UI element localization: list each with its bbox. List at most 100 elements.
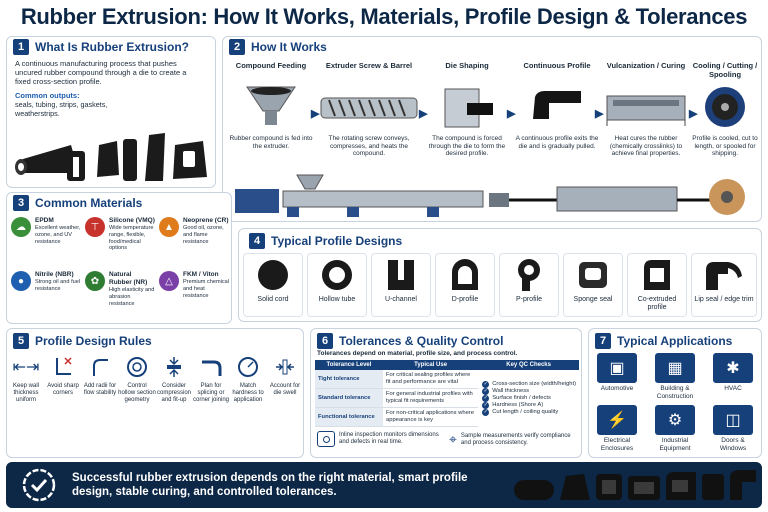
app-building: ▦ Building & Construction <box>651 353 699 400</box>
rule-sharp-corners: Avoid sharp corners <box>44 351 82 397</box>
section-title: Common Materials <box>35 196 143 210</box>
screw-barrel-icon <box>319 83 419 133</box>
summary-banner: Successful rubber extrusion depends on t… <box>6 462 762 508</box>
rule-splicing: Plan for splicing or corner joining <box>192 351 230 404</box>
table-row: Standard tolerance For general industria… <box>315 388 579 408</box>
cloud-sun-icon: ☁ <box>11 217 31 237</box>
extruded-profiles-image <box>15 133 207 181</box>
step-desc: The rotating screw conveys, compresses, … <box>328 135 410 158</box>
step-desc: Rubber compound is fed into the extruder… <box>229 135 313 150</box>
profile-label: Lip seal / edge trim <box>694 296 754 303</box>
tolerance-subtitle: Tolerances depend on material, profile s… <box>317 350 518 357</box>
app-label: HVAC <box>724 385 742 392</box>
gauge-icon <box>229 351 267 383</box>
banner-profiles-image <box>514 470 756 500</box>
rule-compression: Consider compression and fit-up <box>155 351 193 404</box>
die-swell-icon <box>266 351 303 383</box>
rule-label: Plan for splicing or corner joining <box>192 383 230 403</box>
section-title: How It Works <box>251 40 327 54</box>
step-vulcanization: Vulcanization / Curing Heat cures the ru… <box>601 61 691 158</box>
section-how-it-works: 2 How It Works Compound Feeding Rubber c… <box>222 36 762 222</box>
profile-label: D-profile <box>451 296 479 303</box>
section-number: 4 <box>249 233 265 249</box>
door-icon: ◫ <box>713 405 753 435</box>
app-label: Building & Construction <box>656 385 694 400</box>
d-profile-icon <box>448 254 482 296</box>
building-icon: ▦ <box>655 353 695 383</box>
rule-die-swell: Account for die swell <box>266 351 303 397</box>
app-automotive: ▣Automotive <box>593 353 641 393</box>
qc-check-item: Hardness (Shore A) <box>482 402 576 409</box>
section-number: 2 <box>229 39 245 55</box>
rule-label: Avoid sharp corners <box>47 383 79 396</box>
section-number: 3 <box>13 195 29 211</box>
section-title: Profile Design Rules <box>35 334 152 348</box>
profile-label: Co-extruded profile <box>637 296 677 311</box>
app-label: Doors & Windows <box>719 437 747 452</box>
material-desc: Premium chemical and heat resistance <box>183 279 230 299</box>
compression-icon <box>155 351 193 383</box>
step-screw-barrel: Extruder Screw & Barrel The rotating scr… <box>319 61 419 158</box>
sponge-seal-icon <box>576 254 610 296</box>
rule-label: Account for die swell <box>269 383 301 396</box>
section-applications: 7 Typical Applications ▣Automotive ▦ Buil… <box>588 328 762 458</box>
profile-co-extruded: Co-extruded profile <box>627 253 687 317</box>
profile-label: Sponge seal <box>573 296 613 303</box>
rule-hollow-geometry: Control hollow section geometry <box>118 351 156 404</box>
thermometer-icon: ⊤ <box>85 217 105 237</box>
material-nitrile: ● Nitrile (NBR)Strong oil and fuel resis… <box>11 271 81 323</box>
flask-icon: △ <box>159 271 179 291</box>
banner-text: Successful rubber extrusion depends on t… <box>72 472 468 498</box>
qc-checks: Cross-section size (width/height) Wall t… <box>478 370 579 427</box>
outputs-label: Common outputs: <box>15 91 80 100</box>
qc-check-item: Surface finish / defects <box>482 395 576 402</box>
profile-label: Hollow tube <box>318 296 356 303</box>
definition-text: A continuous manufacturing process that … <box>15 59 187 86</box>
rule-label: Control hollow section geometry <box>118 383 156 403</box>
hollow-section-icon <box>118 351 156 383</box>
section-header: 4 Typical Profile Designs <box>243 231 402 251</box>
arrow-icon: ▶ <box>595 108 604 120</box>
car-icon: ▣ <box>597 353 637 383</box>
outputs-text: seals, tubing, strips, gaskets, weathers… <box>15 100 108 118</box>
profile-lip-seal: Lip seal / edge trim <box>691 253 757 317</box>
typical-use: For general industrial profiles with typ… <box>383 388 479 408</box>
gears-icon: ⚙ <box>655 405 695 435</box>
u-channel-icon <box>384 254 418 296</box>
tolerance-level: Functional tolerance <box>315 407 383 427</box>
material-desc: Excellent weather, ozone, and UV resista… <box>35 225 81 245</box>
material-desc: Strong oil and fuel resistance <box>35 279 81 292</box>
step-title: Extruder Screw & Barrel <box>325 61 413 70</box>
rule-add-radii: Add radii for flow stability <box>81 351 119 397</box>
step-title: Vulcanization / Curing <box>606 61 686 70</box>
arrow-icon: ▶ <box>311 108 320 120</box>
rule-wall-thickness: ⇤⇥Keep wall thickness uniform <box>7 351 45 404</box>
table-row: Tight tolerance For critical sealing pro… <box>315 370 579 415</box>
hopper-icon <box>227 83 315 133</box>
note-text: Sample measurements verify compliance an… <box>460 432 571 446</box>
arrow-icon: ▶ <box>689 108 698 120</box>
column-header: Typical Use <box>383 360 479 370</box>
section-number: 1 <box>13 39 29 55</box>
co-extruded-icon <box>640 254 674 296</box>
step-die-shaping: Die Shaping The compound is forced throu… <box>423 61 511 158</box>
electrical-icon: ⚡ <box>597 405 637 435</box>
profile-d-profile: D-profile <box>435 253 495 317</box>
fan-icon: ✱ <box>713 353 753 383</box>
step-title: Cooling / Cutting / Spooling <box>692 61 758 79</box>
material-name: Neoprene (CR) <box>183 217 229 224</box>
material-natural-rubber: ✿ Natural Rubber (NR)High elasticity and… <box>85 271 155 323</box>
step-desc: Profile is cooled, cut to length, or spo… <box>692 135 758 158</box>
continuous-profile-icon <box>513 83 601 133</box>
table-row: Functional tolerance For non-critical ap… <box>315 407 579 427</box>
section-design-rules: 5 Profile Design Rules ⇤⇥Keep wall thick… <box>6 328 304 458</box>
profile-solid-cord: Solid cord <box>243 253 303 317</box>
tolerance-level: Standard tolerance <box>315 388 383 408</box>
section-header: 7 Typical Applications <box>589 331 761 351</box>
profile-hollow-tube: Hollow tube <box>307 253 367 317</box>
check-badge-icon <box>22 468 56 502</box>
profile-sponge-seal: Sponge seal <box>563 253 623 317</box>
leaf-icon: ✿ <box>85 271 105 291</box>
